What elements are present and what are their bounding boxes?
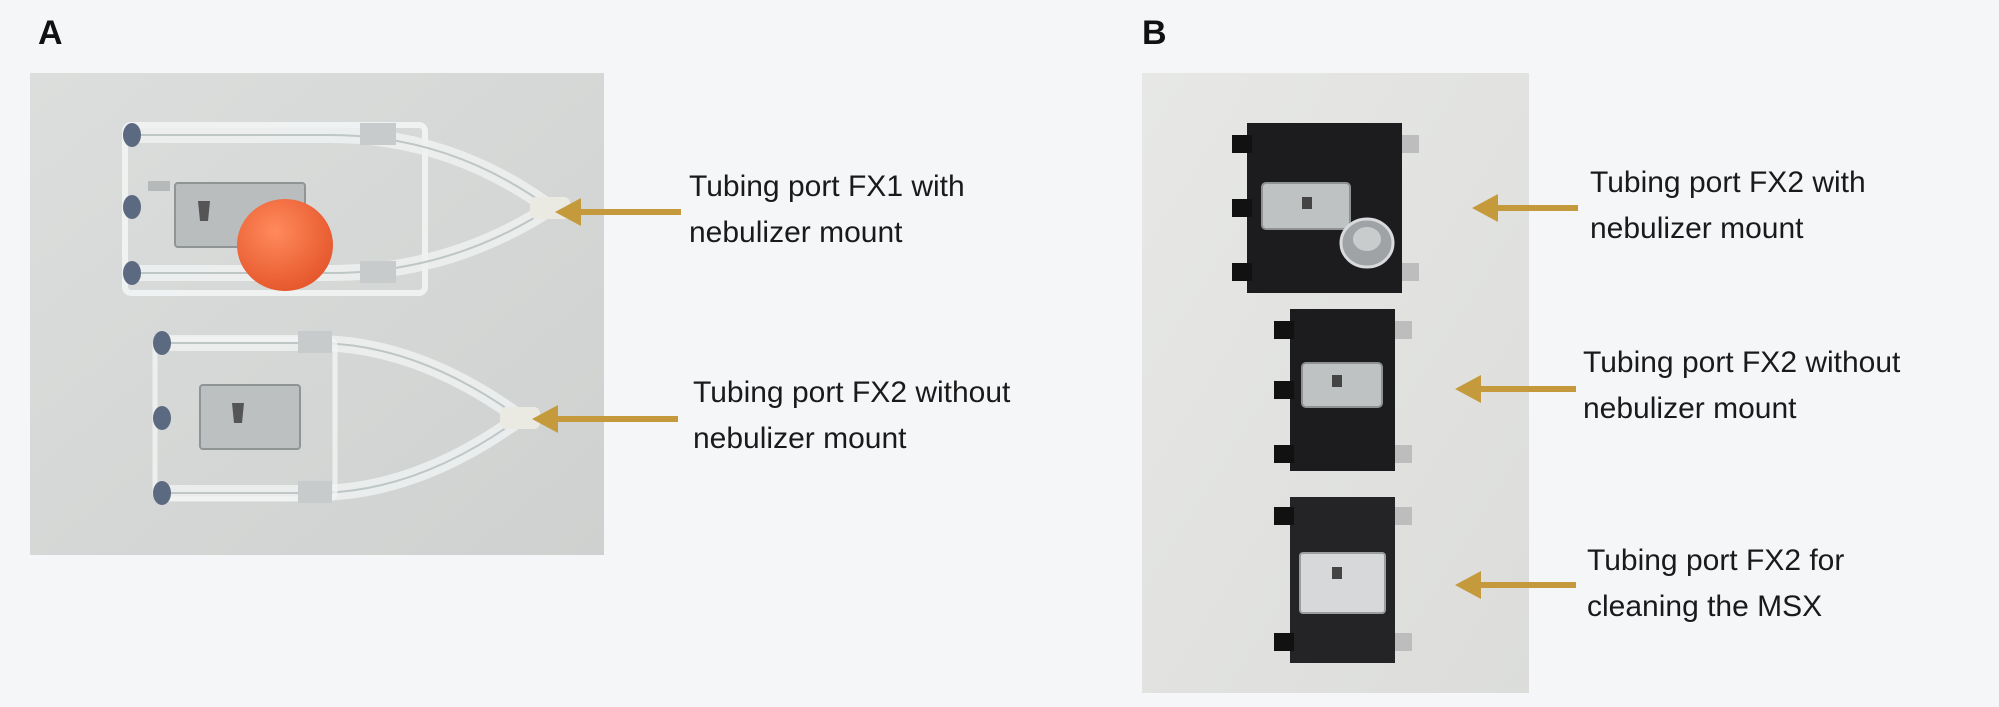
caption-line: nebulizer mount — [1590, 212, 1804, 245]
caption-fx2-without-nebulizer-a: Tubing port FX2 without nebulizer mount — [693, 370, 1010, 462]
block-fx2-without-nebulizer — [1274, 309, 1412, 471]
caption-line: nebulizer mount — [693, 422, 907, 455]
photo-a-illustration — [30, 73, 604, 555]
arrow-fx2-without-b — [1455, 375, 1576, 403]
caption-line: Tubing port FX2 with — [1590, 166, 1866, 199]
caption-fx2-for-cleaning: Tubing port FX2 for cleaning the MSX — [1587, 538, 1844, 630]
arrow-fx1-with — [555, 198, 681, 226]
block-fx2-with-nebulizer — [1232, 123, 1419, 293]
caption-line: Tubing port FX2 without — [1583, 346, 1901, 379]
caption-line: nebulizer mount — [689, 216, 903, 249]
tubing-port-fx1 — [122, 122, 570, 296]
caption-fx2-without-nebulizer-b: Tubing port FX2 without nebulizer mount — [1583, 340, 1900, 432]
arrow-fx2-cleaning — [1455, 571, 1576, 599]
caption-line: Tubing port FX2 for — [1587, 544, 1845, 577]
caption-line: Tubing port FX2 without — [693, 376, 1011, 409]
arrow-fx2-without-a — [532, 405, 678, 433]
arrow-fx2-with-b — [1472, 194, 1578, 222]
caption-line: cleaning the MSX — [1587, 590, 1823, 623]
tubing-port-fx2-lower-a — [152, 331, 540, 505]
caption-fx2-with-nebulizer-b: Tubing port FX2 with nebulizer mount — [1590, 160, 1866, 252]
caption-line: nebulizer mount — [1583, 392, 1797, 425]
caption-line: Tubing port FX1 with — [689, 170, 965, 203]
nebulizer-cap — [237, 199, 333, 291]
panel-label-a: A — [38, 14, 63, 52]
block-fx2-for-cleaning — [1274, 497, 1412, 663]
caption-fx1-with-nebulizer: Tubing port FX1 with nebulizer mount — [689, 164, 965, 256]
photo-panel-a — [30, 73, 604, 555]
panel-label-b: B — [1142, 14, 1167, 52]
